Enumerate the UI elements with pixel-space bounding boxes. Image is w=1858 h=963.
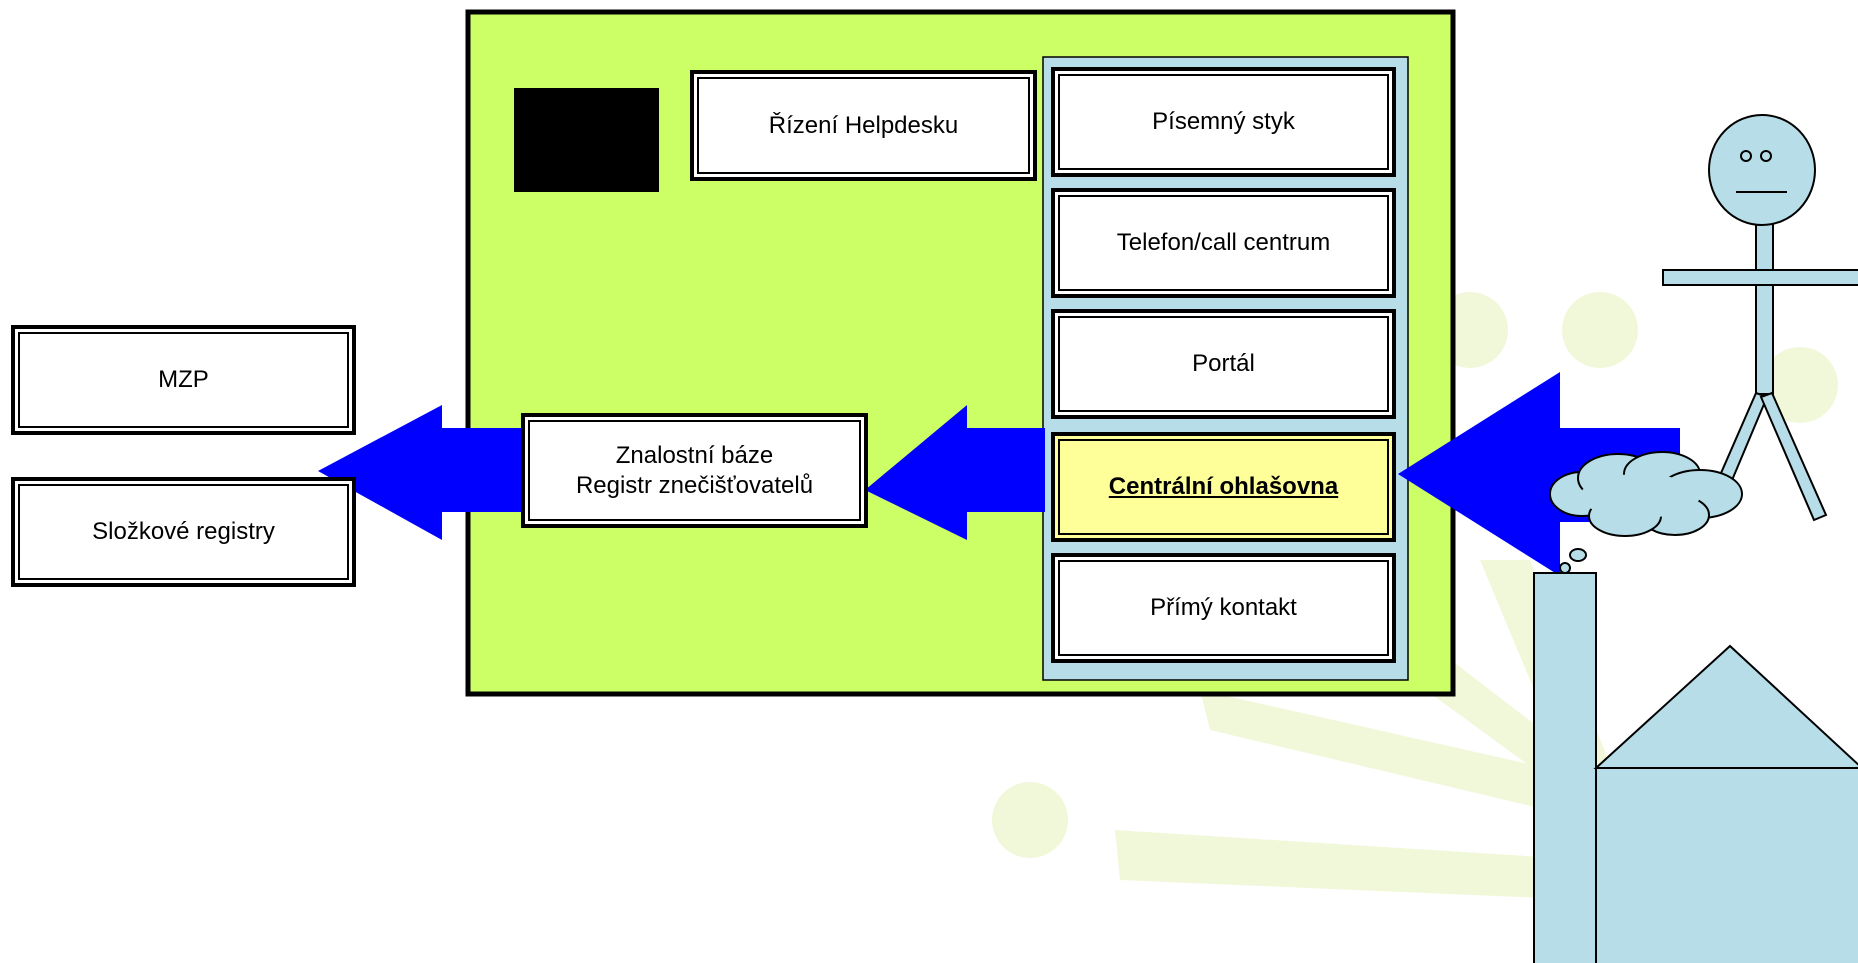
helpdesk-management-label: Řízení Helpdesku (768, 111, 959, 139)
channel-central-reporting-label: Centrální ohlašovna (1108, 473, 1339, 500)
knowledge-base-line2: Registr znečišťovatelů (575, 471, 814, 499)
channel-portal: Portál (1051, 309, 1396, 419)
channel-phone-label: Telefon/call centrum (1116, 229, 1331, 256)
channel-portal-label: Portál (1192, 350, 1255, 377)
black-logo-box (514, 88, 659, 192)
arrow-to-knowledge-base (865, 405, 1045, 540)
channel-phone: Telefon/call centrum (1051, 188, 1396, 298)
mzp-label: MZP (158, 366, 209, 393)
channel-written: Písemný styk (1051, 67, 1396, 177)
mzp-box: MZP (11, 325, 356, 435)
helpdesk-management-box: Řízení Helpdesku (690, 70, 1037, 181)
registries-label: Složkové registry (92, 518, 275, 545)
arrow-from-citizen (1398, 372, 1680, 576)
knowledge-base-box: Znalostní báze Registr znečišťovatelů (521, 413, 868, 528)
channel-written-label: Písemný styk (1152, 108, 1295, 135)
channel-direct-contact: Přímý kontakt (1051, 553, 1396, 663)
arrow-to-registries (318, 405, 525, 540)
thought-cloud (1549, 451, 1743, 574)
knowledge-base-line1: Znalostní báze (615, 441, 774, 469)
channel-direct-contact-label: Přímý kontakt (1150, 594, 1297, 621)
knowledge-base-label: Znalostní báze Registr znečišťovatelů (576, 441, 813, 501)
citizen-figure (1662, 114, 1858, 522)
house (1533, 572, 1858, 963)
channel-central-reporting[interactable]: Centrální ohlašovna (1051, 432, 1396, 542)
registries-box: Složkové registry (11, 477, 356, 587)
